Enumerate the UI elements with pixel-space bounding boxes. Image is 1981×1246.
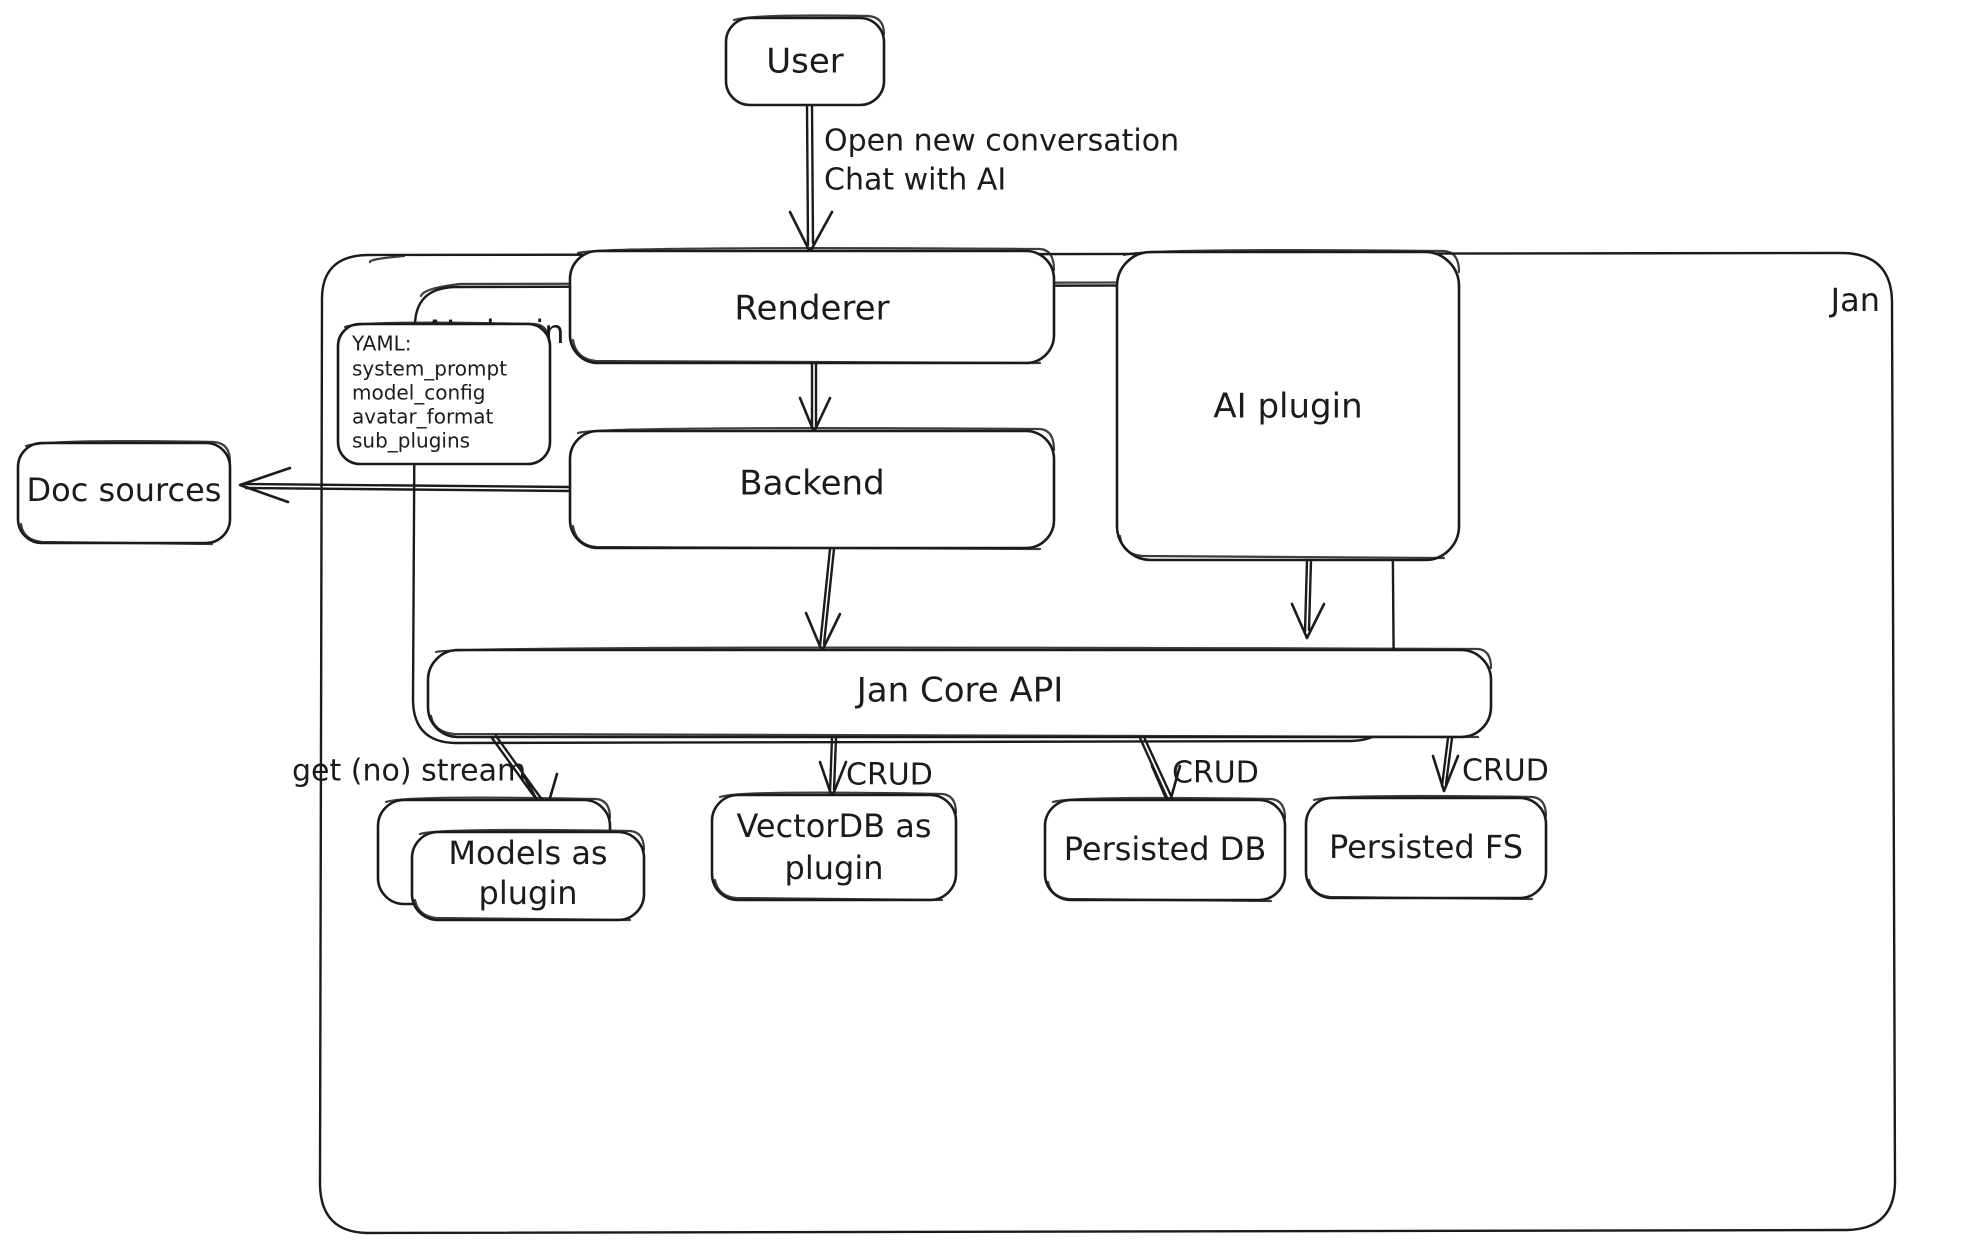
edge-core-fs-line: [1440, 736, 1450, 788]
jan-core-api-sketch: [429, 646, 1493, 739]
edge-backend-core-line-2: [822, 547, 836, 646]
node-persisted-db[interactable]: Persisted DB: [1043, 796, 1287, 903]
edge-core-vectordb-line: [828, 736, 834, 794]
edge-label-crud-vectordb: CRUD: [846, 758, 933, 793]
yaml-item-sub-plugins: sub_plugins: [352, 429, 470, 453]
edge-core-db-line-2: [1142, 735, 1174, 800]
node-models-plugin[interactable]: Models as plugin: [376, 796, 646, 922]
ai-plugin-node-box[interactable]: [1115, 250, 1461, 562]
edge-backend-doc-arrowhead: [238, 466, 292, 504]
ai-plugin-node-label: AI plugin: [1213, 387, 1362, 427]
user-box-sketch: [732, 14, 886, 36]
edge-label-open-new-conversation: Open new conversation: [824, 124, 1179, 159]
edge-aiplugin-core-arrowhead: [1290, 602, 1326, 640]
edge-aiplugin-core-line-2: [1307, 558, 1313, 632]
jan-core-api-box[interactable]: [426, 648, 1493, 739]
renderer-label: Renderer: [734, 289, 889, 329]
edge-core-api-to-persisted-db: CRUD: [1138, 735, 1259, 807]
node-persisted-fs[interactable]: Persisted FS: [1304, 794, 1548, 901]
edge-label-get-no-stream: get (no) stream: [292, 754, 526, 789]
yaml-card-box[interactable]: [336, 322, 552, 466]
persisted-fs-sketch: [1307, 794, 1548, 901]
edge-backend-to-doc-sources: [238, 466, 572, 504]
edge-label-crud-persisted-fs: CRUD: [1462, 754, 1549, 789]
persisted-db-sketch: [1046, 796, 1287, 903]
edge-aiplugin-core-line: [1303, 558, 1309, 634]
vectordb-plugin-label-line1: VectorDB as: [736, 807, 931, 845]
jan-core-api-label: Jan Core API: [855, 671, 1064, 711]
edge-core-fs-line-2: [1444, 736, 1454, 786]
node-user[interactable]: User: [724, 14, 886, 107]
edge-label-chat-with-ai: Chat with AI: [824, 163, 1006, 198]
node-jan-core-api[interactable]: Jan Core API: [426, 646, 1493, 739]
models-plugin-label-line2: plugin: [479, 874, 578, 912]
user-box[interactable]: [724, 16, 886, 107]
edge-core-api-to-vectordb: CRUD: [818, 736, 933, 799]
persisted-fs-label: Persisted FS: [1329, 828, 1523, 866]
edge-core-api-to-persisted-fs: CRUD: [1431, 736, 1549, 793]
node-yaml-card[interactable]: YAML: system_prompt model_config avatar_…: [336, 321, 552, 466]
jan-boundary: [318, 251, 1897, 1235]
node-renderer[interactable]: Renderer: [568, 247, 1056, 365]
edge-backend-doc-line: [243, 482, 572, 489]
edge-user-to-renderer: Open new conversation Chat with AI: [788, 103, 1179, 254]
group-jan: Jan: [318, 251, 1897, 1235]
vectordb-plugin-label-line2: plugin: [785, 849, 884, 887]
edge-label-crud-persisted-db: CRUD: [1172, 756, 1259, 791]
doc-sources-box-sketch: [19, 440, 232, 546]
edge-user-renderer-line-2: [810, 103, 815, 245]
models-plugin-label-line1: Models as: [448, 834, 607, 872]
ai-plugin-boundary-sketch: [419, 280, 1342, 298]
backend-box-sketch: [571, 427, 1056, 551]
node-backend[interactable]: Backend: [568, 427, 1056, 551]
backend-label: Backend: [739, 464, 884, 504]
group-label-jan: Jan: [1829, 281, 1880, 319]
edge-core-models-line-2: [494, 734, 550, 810]
ai-plugin-node-sketch: [1118, 249, 1461, 560]
edge-backend-doc-line-2: [244, 486, 572, 493]
edge-backend-to-core-api: [804, 547, 842, 653]
jan-boundary-sketch: [368, 254, 406, 264]
edge-renderer-to-backend: [798, 362, 832, 434]
edge-ai-plugin-to-core-api: [1290, 558, 1326, 640]
yaml-item-model-config: model_config: [352, 381, 485, 405]
edge-user-renderer-line: [805, 103, 810, 247]
yaml-item-avatar-format: avatar_format: [352, 405, 494, 429]
node-ai-plugin-box[interactable]: AI plugin: [1115, 249, 1461, 562]
node-doc-sources[interactable]: Doc sources: [16, 440, 232, 546]
models-plugin-back-sketch: [384, 796, 612, 820]
edge-backend-core-line: [818, 547, 832, 648]
edge-user-renderer-arrowhead: [788, 210, 834, 254]
models-plugin-sketch: [413, 828, 646, 922]
edge-core-api-to-models: get (no) stream: [292, 734, 559, 817]
doc-sources-label: Doc sources: [27, 471, 222, 509]
vectordb-plugin-sketch: [713, 791, 958, 902]
renderer-box-sketch: [571, 247, 1056, 365]
user-label: User: [766, 42, 844, 82]
edge-core-fs-arrowhead: [1431, 754, 1460, 793]
edge-core-vectordb-line-2: [832, 736, 838, 792]
yaml-header: YAML:: [351, 332, 411, 356]
yaml-card-sketch: [343, 321, 551, 344]
node-vectordb-plugin[interactable]: VectorDB as plugin: [710, 791, 958, 902]
persisted-db-label: Persisted DB: [1064, 830, 1267, 868]
yaml-item-system-prompt: system_prompt: [352, 357, 507, 381]
